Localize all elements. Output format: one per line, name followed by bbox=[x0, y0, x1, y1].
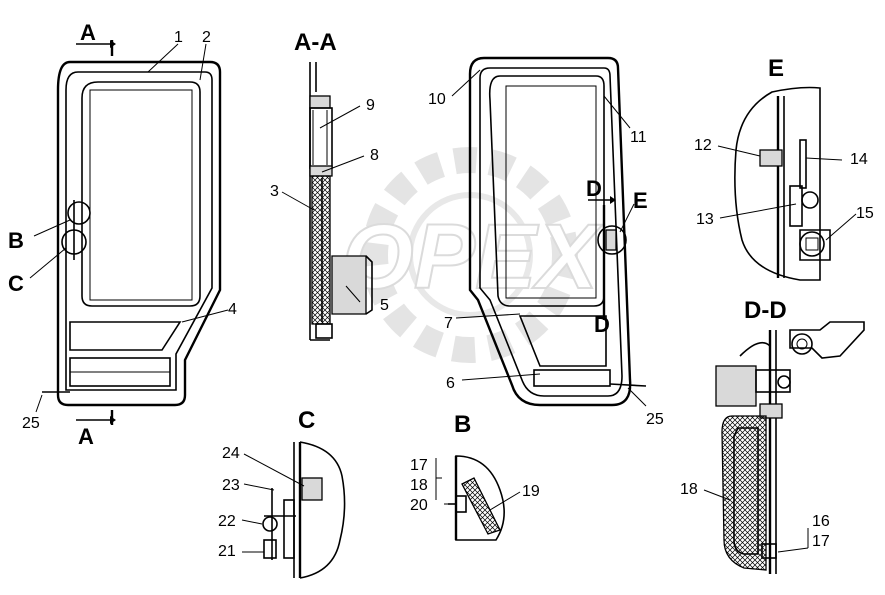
callout-3: 3 bbox=[270, 183, 279, 200]
callout-22: 22 bbox=[218, 513, 236, 530]
detail-e-view: E 12 14 13 15 bbox=[694, 55, 874, 281]
section-marker-a-top: A bbox=[80, 20, 96, 45]
callout-16: 16 bbox=[812, 513, 830, 530]
detail-ref-e: E bbox=[633, 188, 648, 213]
section-d-d-view: D-D 18 16 17 bbox=[680, 297, 865, 574]
callout-13: 13 bbox=[696, 211, 714, 228]
view-title-d-d: D-D bbox=[744, 297, 787, 324]
callout-18-dd: 18 bbox=[680, 481, 698, 498]
callout-1: 1 bbox=[174, 29, 183, 46]
callout-9: 9 bbox=[366, 97, 375, 114]
callout-14: 14 bbox=[850, 151, 868, 168]
callout-17-dd: 17 bbox=[812, 533, 830, 550]
callout-8: 8 bbox=[370, 147, 379, 164]
callout-7: 7 bbox=[444, 315, 453, 332]
detail-c-view: C 24 23 22 21 bbox=[218, 407, 346, 579]
callout-5: 5 bbox=[380, 297, 389, 314]
callout-18-b: 18 bbox=[410, 477, 428, 494]
callout-17-b: 17 bbox=[410, 457, 428, 474]
callout-4: 4 bbox=[228, 301, 237, 318]
section-marker-d-bottom: D bbox=[594, 312, 610, 337]
detail-ref-b: B bbox=[8, 228, 24, 253]
section-a-a-view: A-A 9 8 3 5 bbox=[270, 29, 389, 341]
callout-10: 10 bbox=[428, 91, 446, 108]
section-marker-d-top: D bbox=[586, 176, 602, 201]
callout-21: 21 bbox=[218, 543, 236, 560]
callout-23: 23 bbox=[222, 477, 240, 494]
callout-11: 11 bbox=[630, 129, 647, 146]
view-title-b: B bbox=[454, 411, 471, 438]
left-door-view: A A B C 1 2 4 25 bbox=[8, 20, 237, 449]
right-door-view: D D E 10 11 7 6 25 bbox=[428, 56, 664, 428]
view-title-c: C bbox=[298, 407, 315, 434]
detail-ref-c: C bbox=[8, 271, 24, 296]
callout-6: 6 bbox=[446, 375, 455, 392]
callout-25-left: 25 bbox=[22, 415, 40, 432]
callout-25-right: 25 bbox=[646, 411, 664, 428]
callout-24: 24 bbox=[222, 445, 240, 462]
section-marker-a-bottom: A bbox=[78, 424, 94, 449]
watermark: OPEX bbox=[341, 147, 603, 363]
view-title-e: E bbox=[768, 55, 784, 82]
view-title-a-a: A-A bbox=[294, 29, 337, 56]
detail-e-circle bbox=[597, 225, 627, 255]
callout-15: 15 bbox=[856, 205, 874, 222]
detail-b-view: B 17 18 20 19 bbox=[410, 411, 540, 541]
detail-b-circle bbox=[67, 201, 91, 225]
callout-2: 2 bbox=[202, 29, 211, 46]
callout-19: 19 bbox=[522, 483, 540, 500]
callout-12: 12 bbox=[694, 137, 712, 154]
callout-20: 20 bbox=[410, 497, 428, 514]
